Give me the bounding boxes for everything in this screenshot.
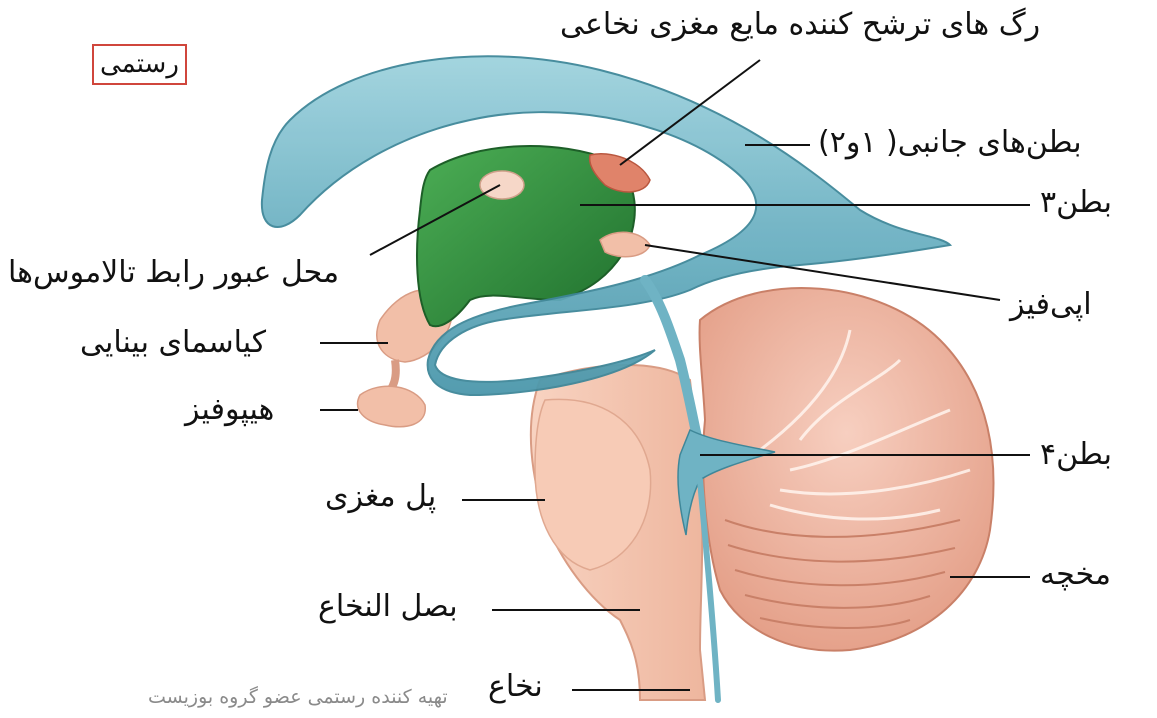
label-medulla: بصل النخاع bbox=[318, 592, 458, 622]
label-fourth-ventricle: بطن۴ bbox=[1040, 440, 1112, 470]
credit-text: تهیه کننده رستمی عضو گروه بوزیست bbox=[148, 686, 448, 708]
label-third-ventricle: بطن۳ bbox=[1040, 188, 1112, 218]
label-hypophysis: هیپوفیز bbox=[185, 395, 274, 425]
label-thalamic-adhesion: محل عبور رابط تالاموس‌ها bbox=[8, 258, 339, 288]
label-optic-chiasm: کیاسمای بینایی bbox=[80, 328, 266, 358]
pituitary-gland bbox=[358, 386, 426, 427]
label-choroid-plexus: رگ های ترشح کننده مایع مغزی نخاعی bbox=[560, 10, 1040, 40]
label-cerebellum: مخچه bbox=[1040, 560, 1111, 590]
label-lateral-ventricles: بطن‌های جانبی( ۱و۲) bbox=[818, 128, 1082, 158]
author-box: رستمی bbox=[92, 44, 187, 85]
thalamic-adhesion-hole bbox=[480, 171, 524, 199]
label-pons: پل مغزی bbox=[325, 482, 436, 512]
label-spinal-cord: نخاع bbox=[488, 672, 543, 702]
pineal-gland bbox=[600, 232, 650, 257]
label-epiphysis: اپی‌فیز bbox=[1010, 290, 1092, 320]
